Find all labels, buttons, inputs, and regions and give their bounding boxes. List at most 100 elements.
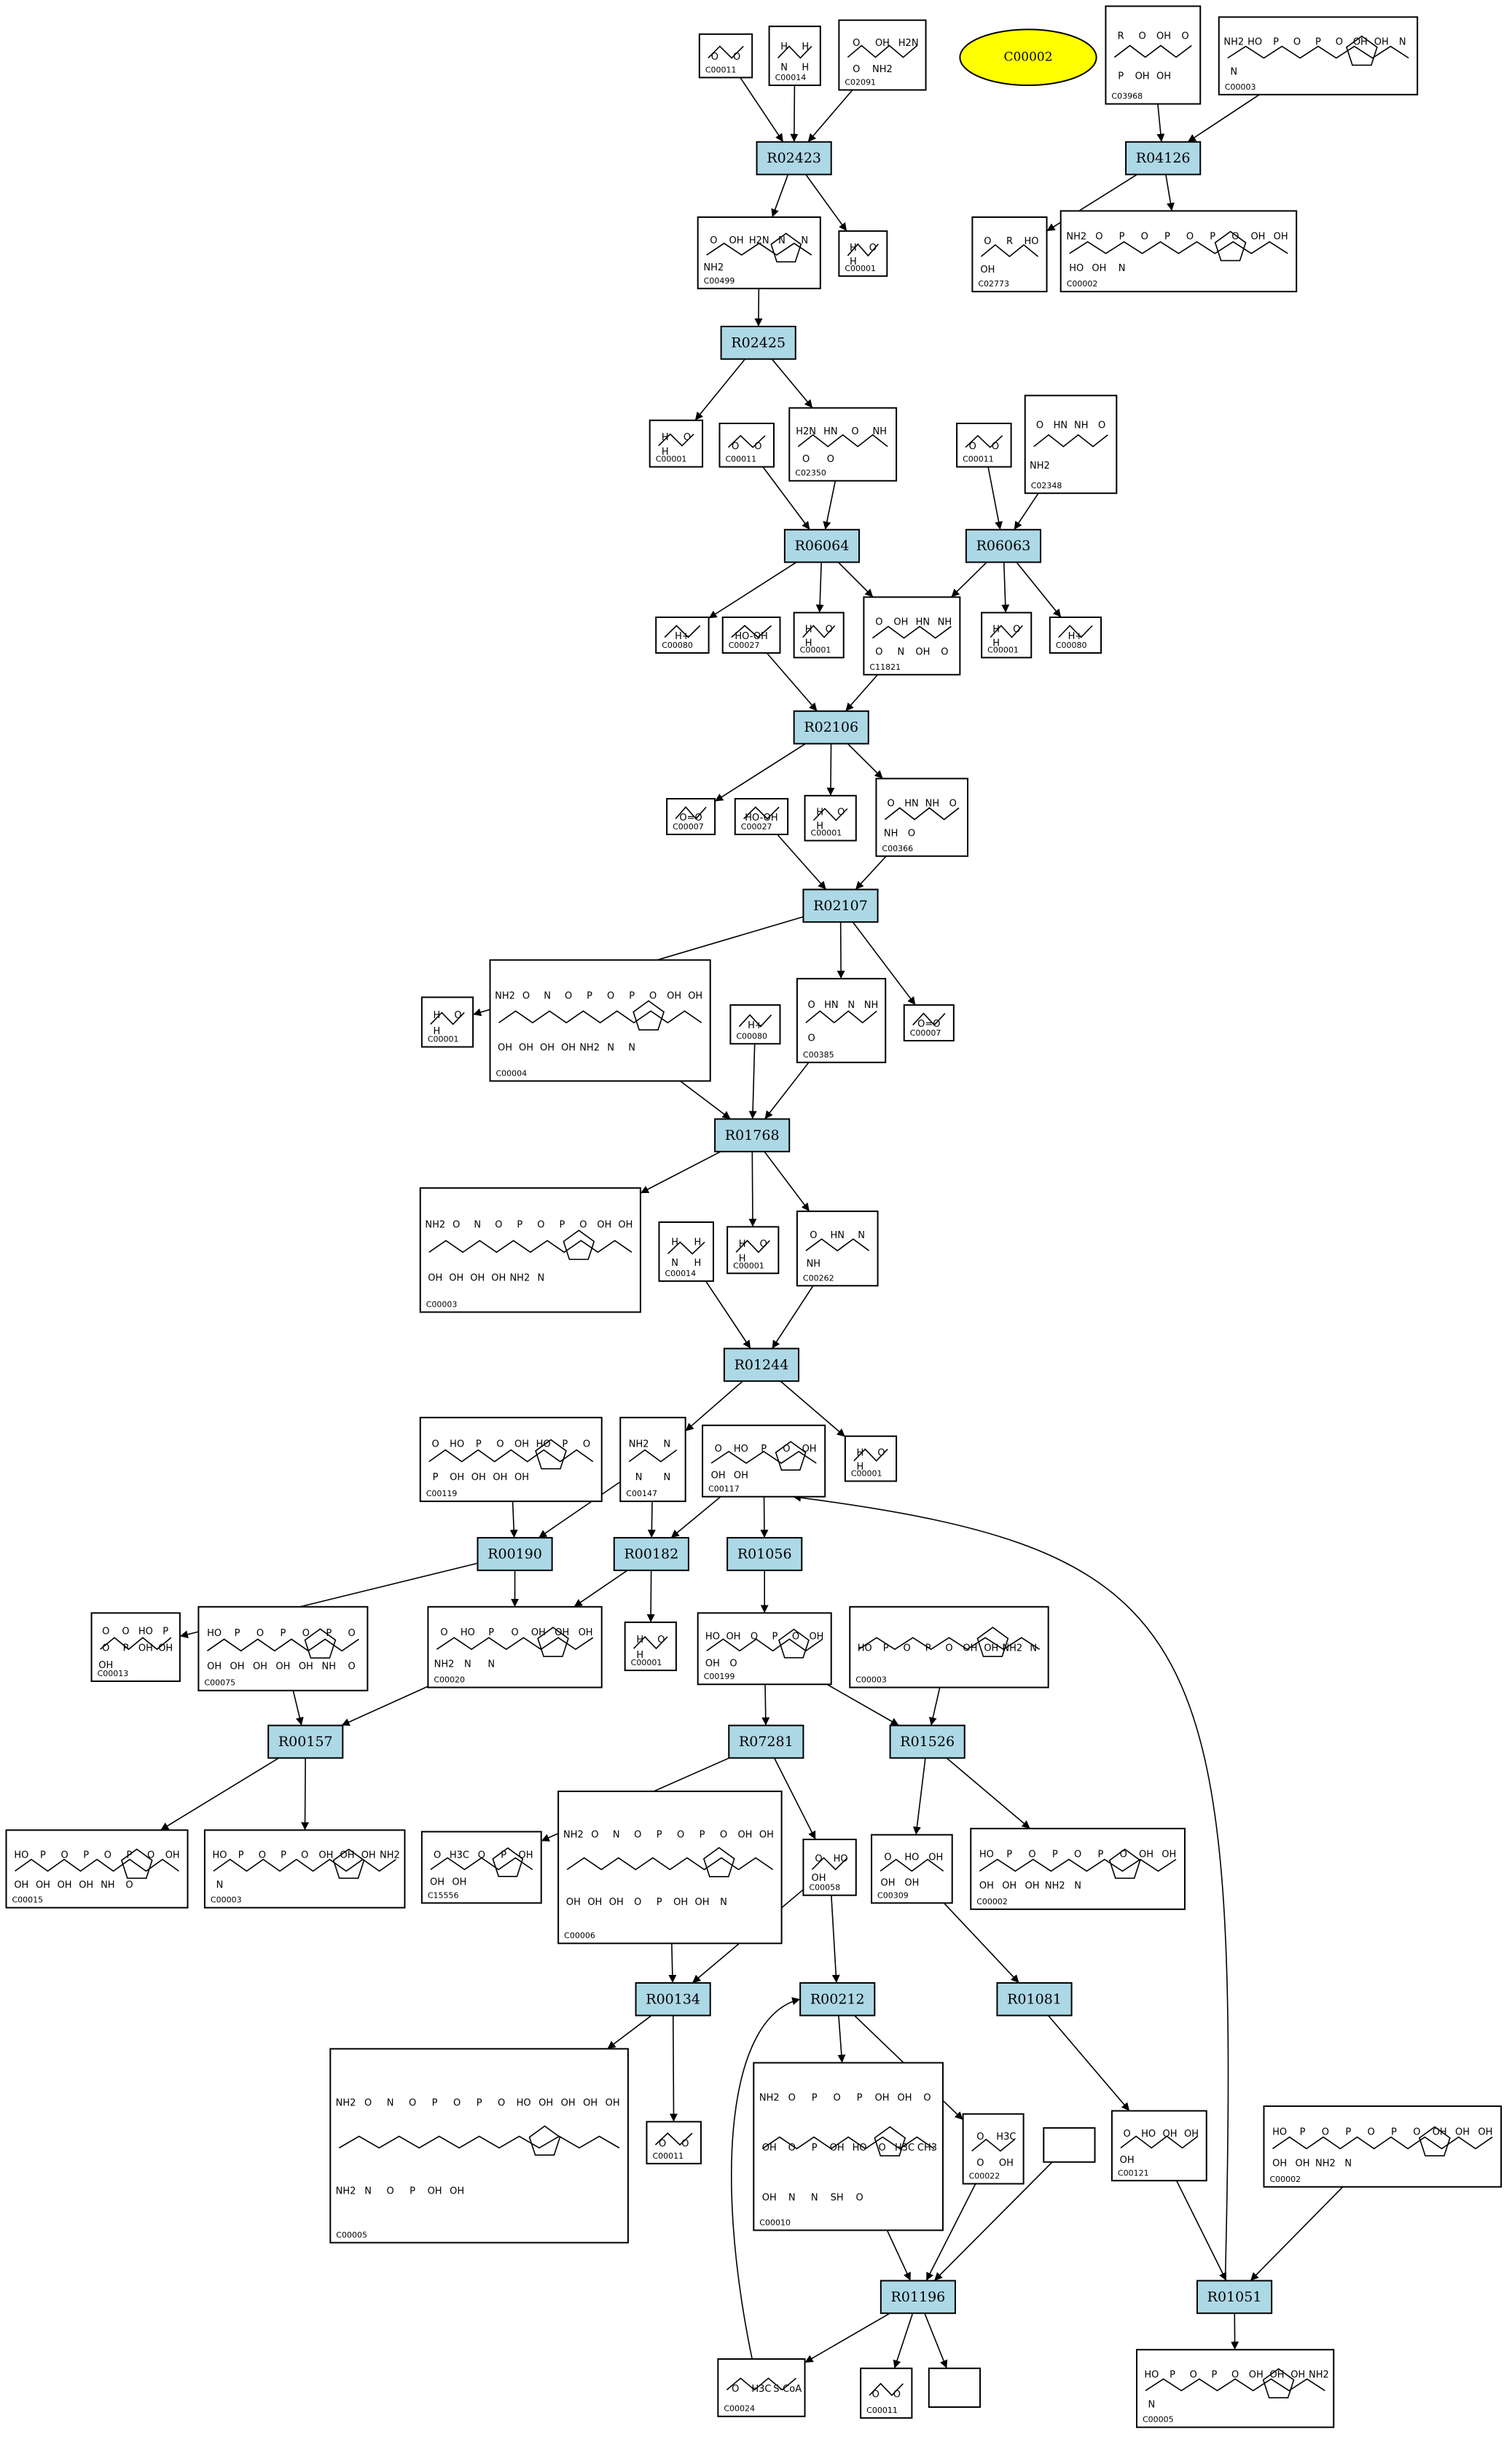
compound-id: C00013 xyxy=(98,1669,129,1678)
reaction-arrow xyxy=(987,466,1003,530)
reaction-node[interactable]: R01051 xyxy=(1196,2280,1273,2315)
reaction-node[interactable]: R00157 xyxy=(267,1724,344,1759)
compound-node[interactable] xyxy=(928,2367,982,2408)
reaction-node[interactable]: R01196 xyxy=(880,2280,956,2315)
compound-node[interactable] xyxy=(1043,2127,1096,2163)
highlighted-compound[interactable]: C00002 xyxy=(959,28,1097,87)
atom-label: N xyxy=(811,2193,818,2204)
reaction-node[interactable]: R01768 xyxy=(714,1118,791,1153)
reaction-node[interactable]: R04126 xyxy=(1125,141,1202,176)
atom-label: O xyxy=(453,1219,460,1230)
reaction-node[interactable]: R07281 xyxy=(728,1724,804,1759)
reaction-node[interactable]: R00134 xyxy=(635,1982,711,2016)
reaction-node[interactable]: R02425 xyxy=(720,325,796,360)
atom-label: OH xyxy=(695,1897,710,1908)
atom-label: P xyxy=(1006,1849,1012,1860)
atom-label: N xyxy=(671,1258,678,1269)
compound-id: C15556 xyxy=(428,1890,459,1900)
reaction-node[interactable]: R02107 xyxy=(802,888,879,923)
reaction-arrow xyxy=(1047,2015,1130,2112)
bond-chain xyxy=(15,1858,179,1872)
compound-node[interactable]: H+C00080 xyxy=(655,617,710,654)
reaction-arrow xyxy=(847,743,884,779)
reaction-node[interactable]: R01056 xyxy=(726,1537,803,1571)
reaction-node[interactable]: R00212 xyxy=(799,1982,876,2016)
atom-label: P xyxy=(517,1219,522,1230)
compound-node[interactable]: H+C00080 xyxy=(729,1004,781,1045)
reaction-node[interactable]: R00190 xyxy=(477,1537,553,1571)
reaction-node[interactable]: R00182 xyxy=(613,1537,689,1571)
reaction-node[interactable]: R02106 xyxy=(793,710,869,745)
atom-label: OH xyxy=(583,2097,598,2108)
reaction-node[interactable]: R06064 xyxy=(783,528,861,563)
atom-label: O xyxy=(760,1239,767,1250)
compound-id: C00003 xyxy=(211,1896,242,1905)
compound-node[interactable]: H+C00080 xyxy=(1049,617,1102,654)
reaction-node[interactable]: R01244 xyxy=(723,1347,800,1382)
reaction-node[interactable]: R01081 xyxy=(996,1982,1073,2016)
ring-bond xyxy=(775,1441,807,1471)
reaction-node[interactable]: R02423 xyxy=(756,141,832,176)
reaction-box xyxy=(477,1537,553,1571)
reaction-node[interactable]: R01526 xyxy=(889,1724,965,1759)
reaction-node[interactable]: R06063 xyxy=(965,528,1042,563)
atom-label: O xyxy=(259,1850,266,1861)
